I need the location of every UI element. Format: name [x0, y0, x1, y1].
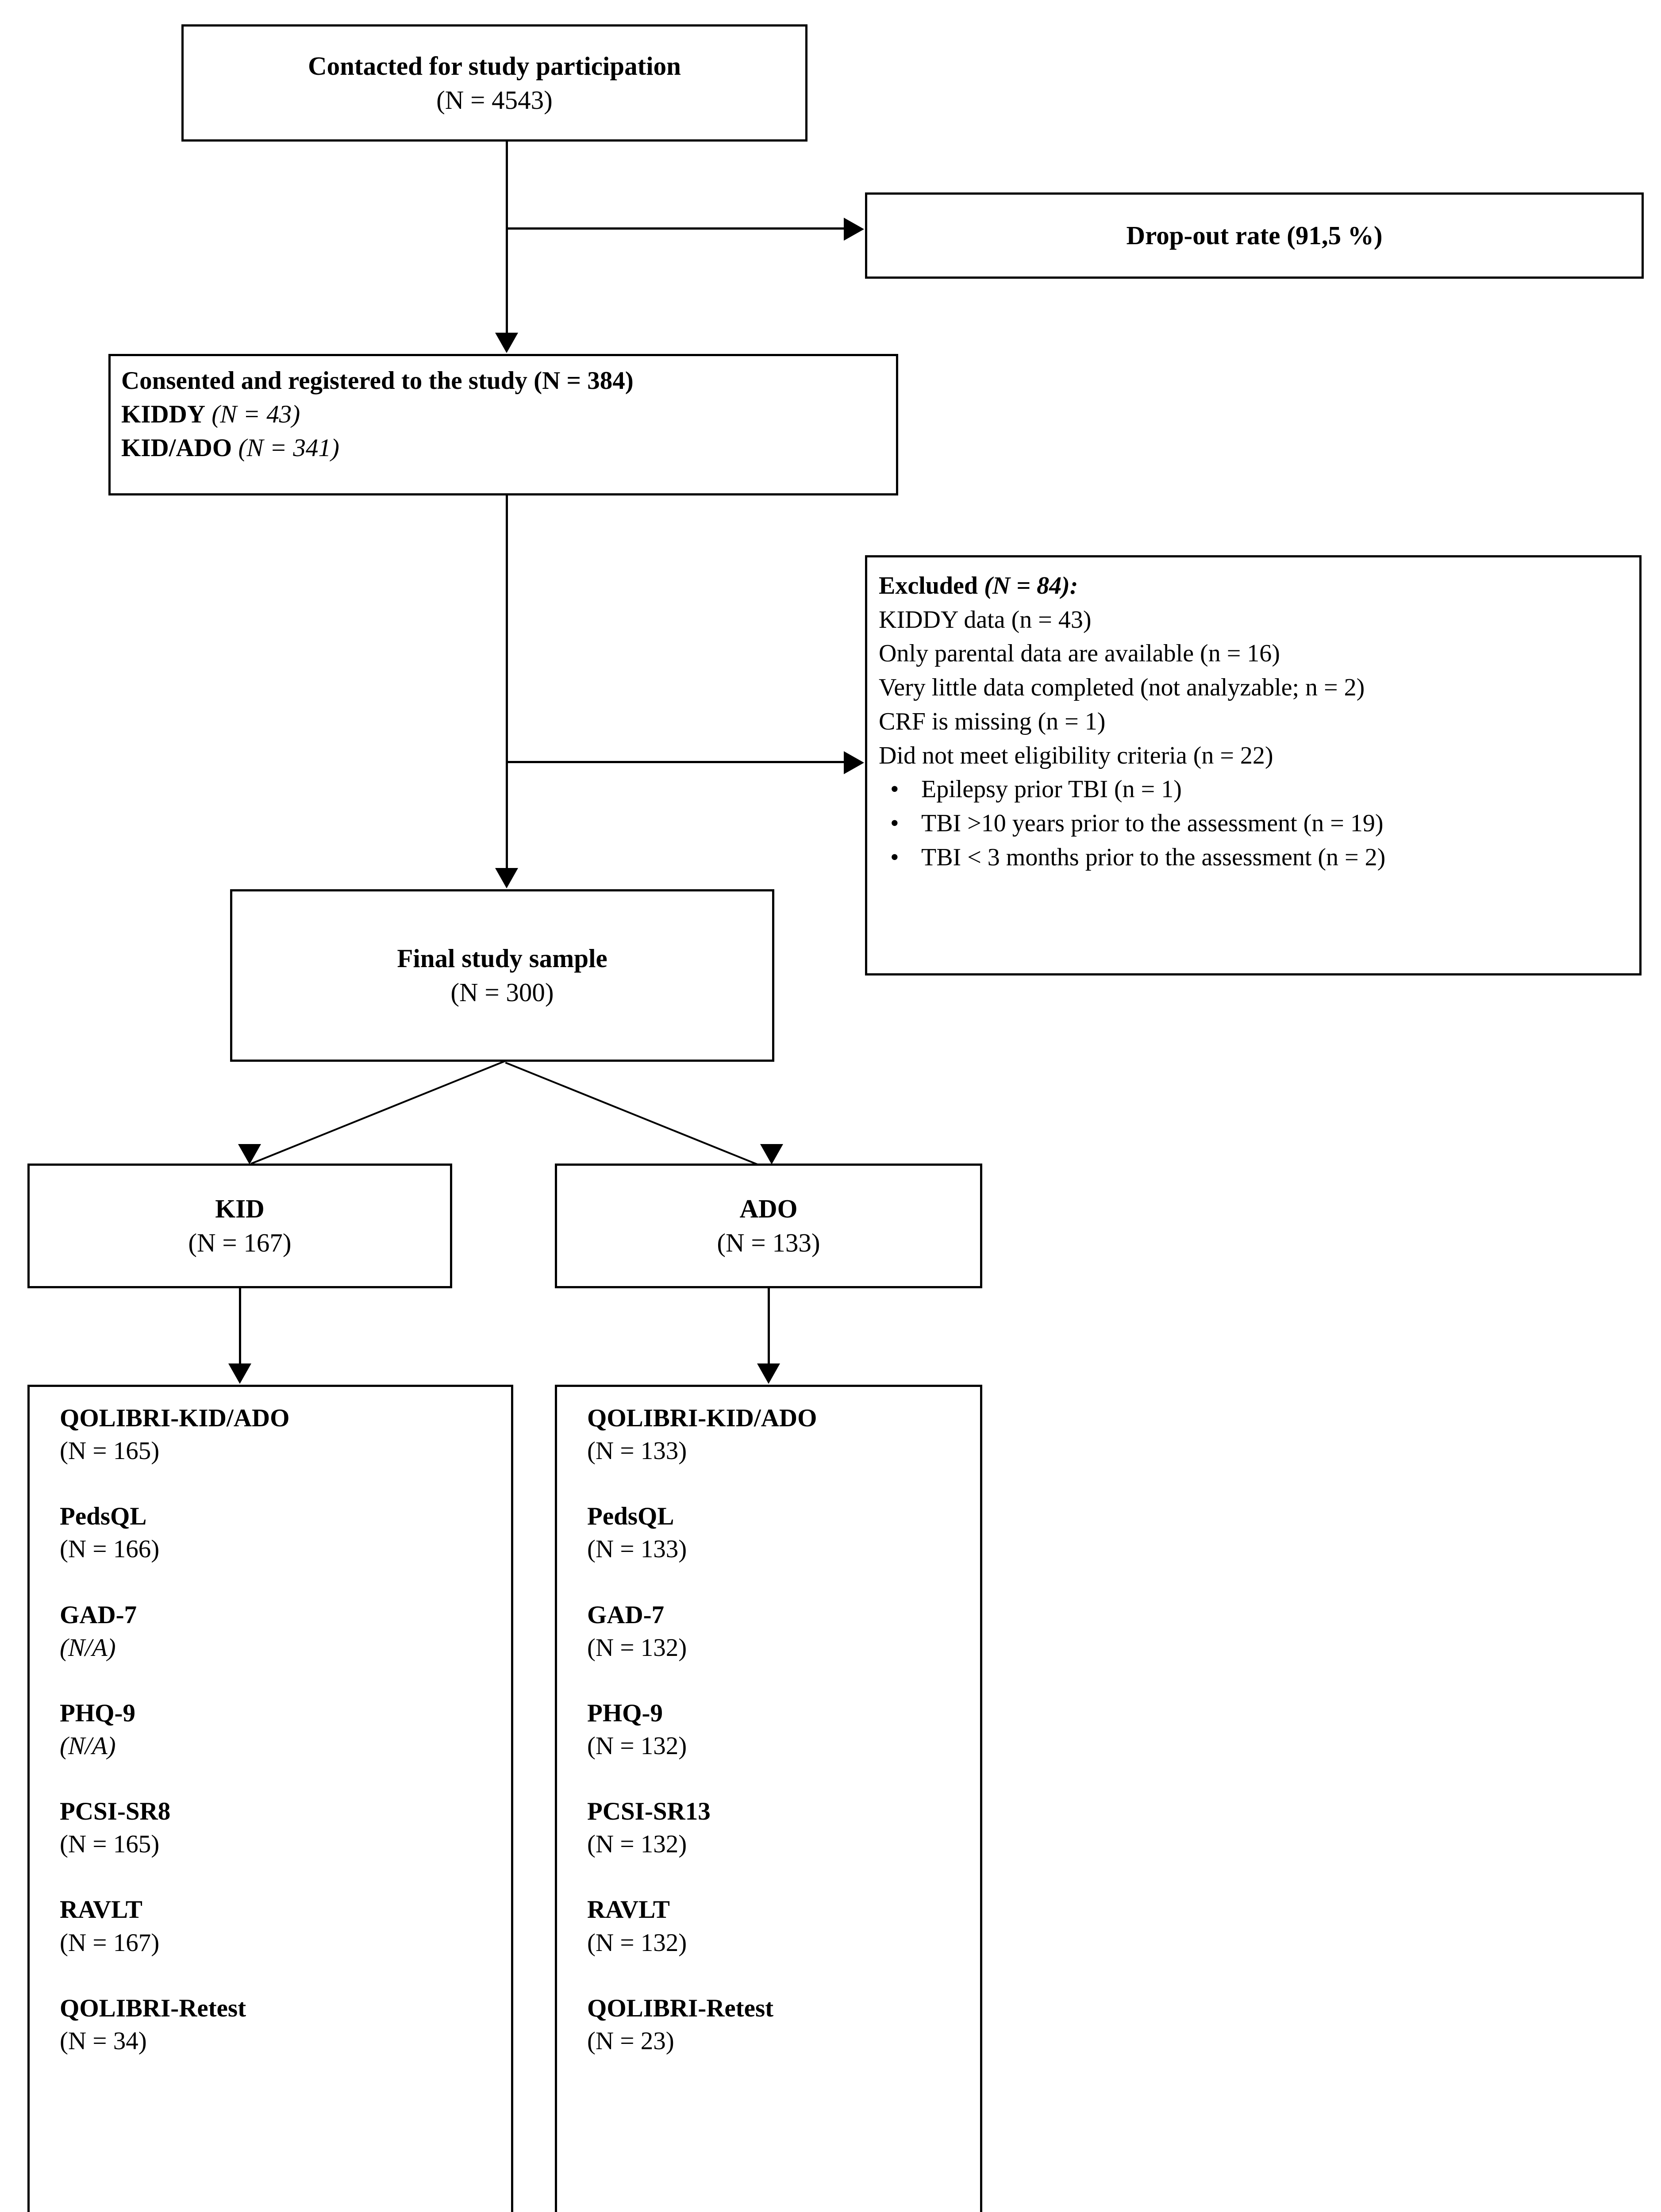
connector-to-dropout	[506, 227, 845, 230]
node-excluded: Excluded (N = 84): KIDDY data (n = 43) O…	[865, 555, 1642, 975]
ado-measure-6-name: QOLIBRI-Retest	[587, 1994, 774, 2022]
excluded-item-4: Did not meet eligibility criteria (n = 2…	[879, 741, 1273, 769]
connector-kid-down	[239, 1288, 241, 1368]
node-final-sample: Final study sample (N = 300)	[230, 889, 774, 1062]
kid-measure-4-value: (N = 165)	[60, 1830, 160, 1859]
kid-measure-5-name: RAVLT	[60, 1896, 142, 1924]
ado-measure-0-name: QOLIBRI-KID/ADO	[587, 1404, 817, 1432]
final-sample-count: (N = 300)	[450, 978, 554, 1007]
kid-measure-0-name: QOLIBRI-KID/ADO	[60, 1404, 290, 1432]
consented-kiddy-value: (N = 43)	[211, 400, 300, 428]
connector-contacted-down	[506, 142, 508, 334]
node-ado: ADO (N = 133)	[555, 1164, 982, 1288]
node-consented: Consented and registered to the study (N…	[108, 354, 898, 495]
kid-measure-3-name: PHQ-9	[60, 1699, 135, 1727]
excluded-bullet-0: • Epilepsy prior TBI (n = 1)	[879, 772, 1385, 806]
ado-measure-2-name: GAD-7	[587, 1601, 665, 1629]
ado-measure-6-value: (N = 23)	[587, 2027, 674, 2055]
excluded-bullet-list: • Epilepsy prior TBI (n = 1) • TBI >10 yea…	[879, 772, 1385, 874]
node-contacted: Contacted for study participation (N = 4…	[181, 24, 807, 142]
ado-title: ADO	[739, 1194, 798, 1224]
connector-final-to-kid	[250, 1060, 506, 1165]
contacted-count: (N = 4543)	[436, 85, 553, 115]
kid-measure-3-value: (N/A)	[60, 1732, 116, 1760]
connector-ado-down	[768, 1288, 770, 1368]
kid-measure-6-name: QOLIBRI-Retest	[60, 1994, 246, 2022]
arrow-to-final-sample	[495, 868, 518, 888]
node-kid-measures: QOLIBRI-KID/ADO (N = 165) PedsQL (N = 16…	[27, 1385, 513, 2212]
ado-measure-1-value: (N = 133)	[587, 1535, 687, 1563]
kid-measure-1-value: (N = 166)	[60, 1535, 160, 1563]
kid-measure-0-value: (N = 165)	[60, 1437, 160, 1465]
kid-count: (N = 167)	[188, 1228, 292, 1257]
excluded-item-2: Very little data completed (not analyzab…	[879, 674, 1365, 702]
ado-measure-3-name: PHQ-9	[587, 1699, 663, 1727]
kid-measure-6-value: (N = 34)	[60, 2027, 147, 2055]
excluded-item-0: KIDDY data (n = 43)	[879, 606, 1092, 634]
connector-final-to-ado	[505, 1062, 760, 1166]
ado-measure-0-value: (N = 133)	[587, 1437, 687, 1465]
excluded-bullet-1: • TBI >10 years prior to the assessment (…	[879, 806, 1385, 841]
excluded-bullet-1-text: TBI >10 years prior to the assessment (n…	[921, 810, 1384, 837]
kid-measure-4-name: PCSI-SR8	[60, 1797, 171, 1826]
consented-kidado-value: (N = 341)	[238, 434, 339, 462]
bullet-dot-icon: •	[890, 810, 899, 837]
excluded-bullet-2-text: TBI < 3 months prior to the assessment (…	[921, 843, 1386, 871]
arrow-to-kid	[238, 1144, 261, 1164]
consented-title: Consented and registered to the study (N…	[121, 367, 634, 395]
arrow-to-ado	[760, 1144, 783, 1164]
kid-measure-2-name: GAD-7	[60, 1601, 137, 1629]
ado-measure-5-value: (N = 132)	[587, 1928, 687, 1957]
ado-measure-4-name: PCSI-SR13	[587, 1797, 711, 1826]
ado-measure-3-value: (N = 132)	[587, 1732, 687, 1760]
kid-measure-1-name: PedsQL	[60, 1502, 147, 1531]
ado-measure-2-value: (N = 132)	[587, 1633, 687, 1662]
node-ado-measures: QOLIBRI-KID/ADO (N = 133) PedsQL (N = 13…	[555, 1385, 982, 2212]
dropout-label: Drop-out rate (91,5 %)	[1126, 221, 1383, 250]
connector-consented-down	[506, 495, 508, 869]
ado-measure-1-name: PedsQL	[587, 1502, 674, 1531]
arrow-to-dropout	[844, 218, 864, 241]
kid-measure-5-value: (N = 167)	[60, 1928, 160, 1957]
consented-kiddy-label: KIDDY	[121, 400, 206, 428]
final-sample-title: Final study sample	[397, 944, 607, 973]
bullet-dot-icon: •	[890, 843, 899, 871]
contacted-title: Contacted for study participation	[308, 51, 681, 81]
bullet-dot-icon: •	[890, 776, 899, 803]
excluded-item-1: Only parental data are available (n = 16…	[879, 640, 1280, 668]
connector-to-excluded	[506, 761, 845, 763]
arrow-to-excluded	[844, 751, 864, 774]
kid-title: KID	[215, 1194, 265, 1224]
excluded-heading-value: (N = 84):	[984, 572, 1078, 599]
node-dropout: Drop-out rate (91,5 %)	[865, 192, 1644, 279]
ado-measure-4-value: (N = 132)	[587, 1830, 687, 1859]
excluded-bullet-2: • TBI < 3 months prior to the assessment …	[879, 841, 1385, 875]
excluded-heading-label: Excluded	[879, 572, 978, 599]
arrow-to-ado-measures	[757, 1363, 780, 1384]
ado-count: (N = 133)	[717, 1228, 820, 1257]
consented-kidado-label: KID/ADO	[121, 434, 232, 462]
kid-measure-2-value: (N/A)	[60, 1633, 116, 1662]
excluded-bullet-0-text: Epilepsy prior TBI (n = 1)	[921, 776, 1182, 803]
arrow-to-consented	[495, 333, 518, 353]
excluded-item-3: CRF is missing (n = 1)	[879, 707, 1106, 735]
arrow-to-kid-measures	[228, 1363, 251, 1384]
node-kid: KID (N = 167)	[27, 1164, 452, 1288]
ado-measure-5-name: RAVLT	[587, 1896, 670, 1924]
